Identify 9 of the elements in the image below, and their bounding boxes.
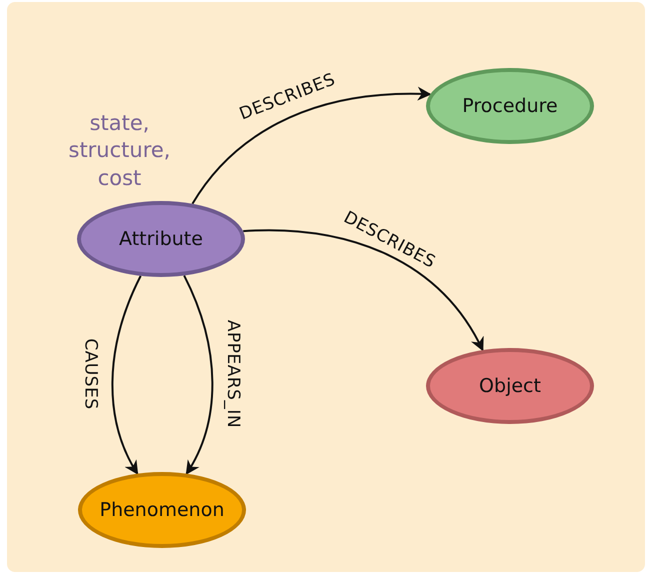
edge-label: CAUSES <box>80 338 100 410</box>
node-annotation: state, structure, cost <box>68 110 172 192</box>
arrow <box>183 275 214 475</box>
node-label: Phenomenon <box>100 499 224 521</box>
arrow <box>111 275 142 475</box>
node-label: Attribute <box>119 228 203 250</box>
edge-label: APPEARS_IN <box>223 320 244 428</box>
node-label: Procedure <box>462 95 558 117</box>
node-label: Object <box>479 375 541 397</box>
